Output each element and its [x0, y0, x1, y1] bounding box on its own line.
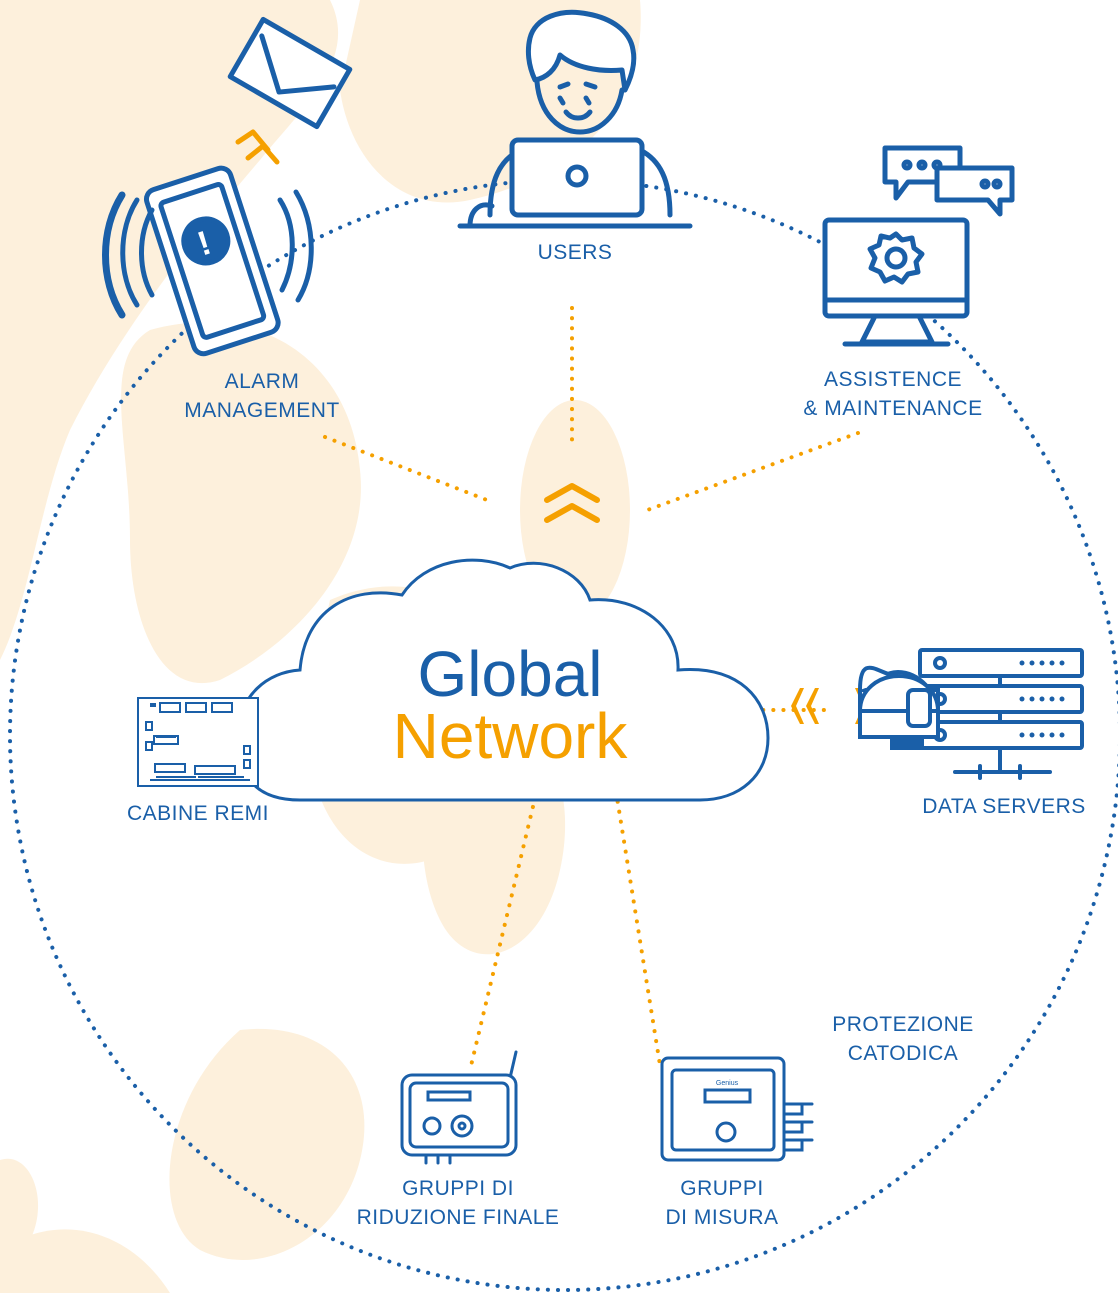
cathodic-body — [858, 673, 940, 750]
cabine-remi-label: CABINE REMI — [126, 802, 270, 825]
protezione-catodica-label: PROTEZIONE CATODICA — [832, 1010, 974, 1068]
riduzione-label-line1: GRUPPI DI — [402, 1177, 514, 1200]
misura-label-line2: DI MISURA — [665, 1206, 779, 1229]
alarm-phone-icon — [102, 16, 353, 357]
gruppi-misura-label: GRUPPI DI MISURA — [665, 1174, 778, 1232]
user-laptop-icon — [457, 9, 693, 229]
cloud-title-line1: Global — [417, 638, 603, 710]
alarm-label-line2: MANAGEMENT — [184, 399, 340, 422]
users-label: USERS — [537, 241, 613, 264]
circuit-dots — [150, 703, 244, 778]
misura-label-line1: GRUPPI — [680, 1177, 764, 1200]
data-servers-label: DATA SERVERS — [922, 795, 1086, 818]
reduction-device-icon — [400, 1050, 518, 1165]
monitor-settings-icon — [822, 145, 1015, 347]
catodica-label-line2: CATODICA — [847, 1042, 959, 1065]
metering-device-icon — [660, 1056, 814, 1162]
chevron-up-icon — [544, 483, 600, 523]
assistence-maintenance-label: ASSISTENCE & MAINTENANCE — [803, 365, 982, 423]
cloud-icon — [236, 558, 770, 802]
riduzione-label-line2: RIDUZIONE FINALE — [356, 1206, 560, 1229]
gruppi-riduzione-label: GRUPPI DI RIDUZIONE FINALE — [357, 1174, 560, 1232]
assist-label-line1: ASSISTENCE — [823, 368, 963, 391]
server-rack-icon — [918, 648, 1084, 780]
circuit-board-icon — [137, 697, 259, 787]
device-brand-label: Genius — [716, 1080, 739, 1087]
alarm-management-label: ALARM MANAGEMENT — [184, 367, 340, 425]
catodica-label-line1: PROTEZIONE — [832, 1013, 974, 1036]
assist-label-line2: & MAINTENANCE — [803, 397, 983, 420]
cloud-title-line2: Network — [392, 700, 628, 772]
signal-chevrons-icon — [235, 129, 280, 165]
alarm-label-line1: ALARM — [224, 370, 300, 393]
server-leds — [1019, 660, 1065, 738]
